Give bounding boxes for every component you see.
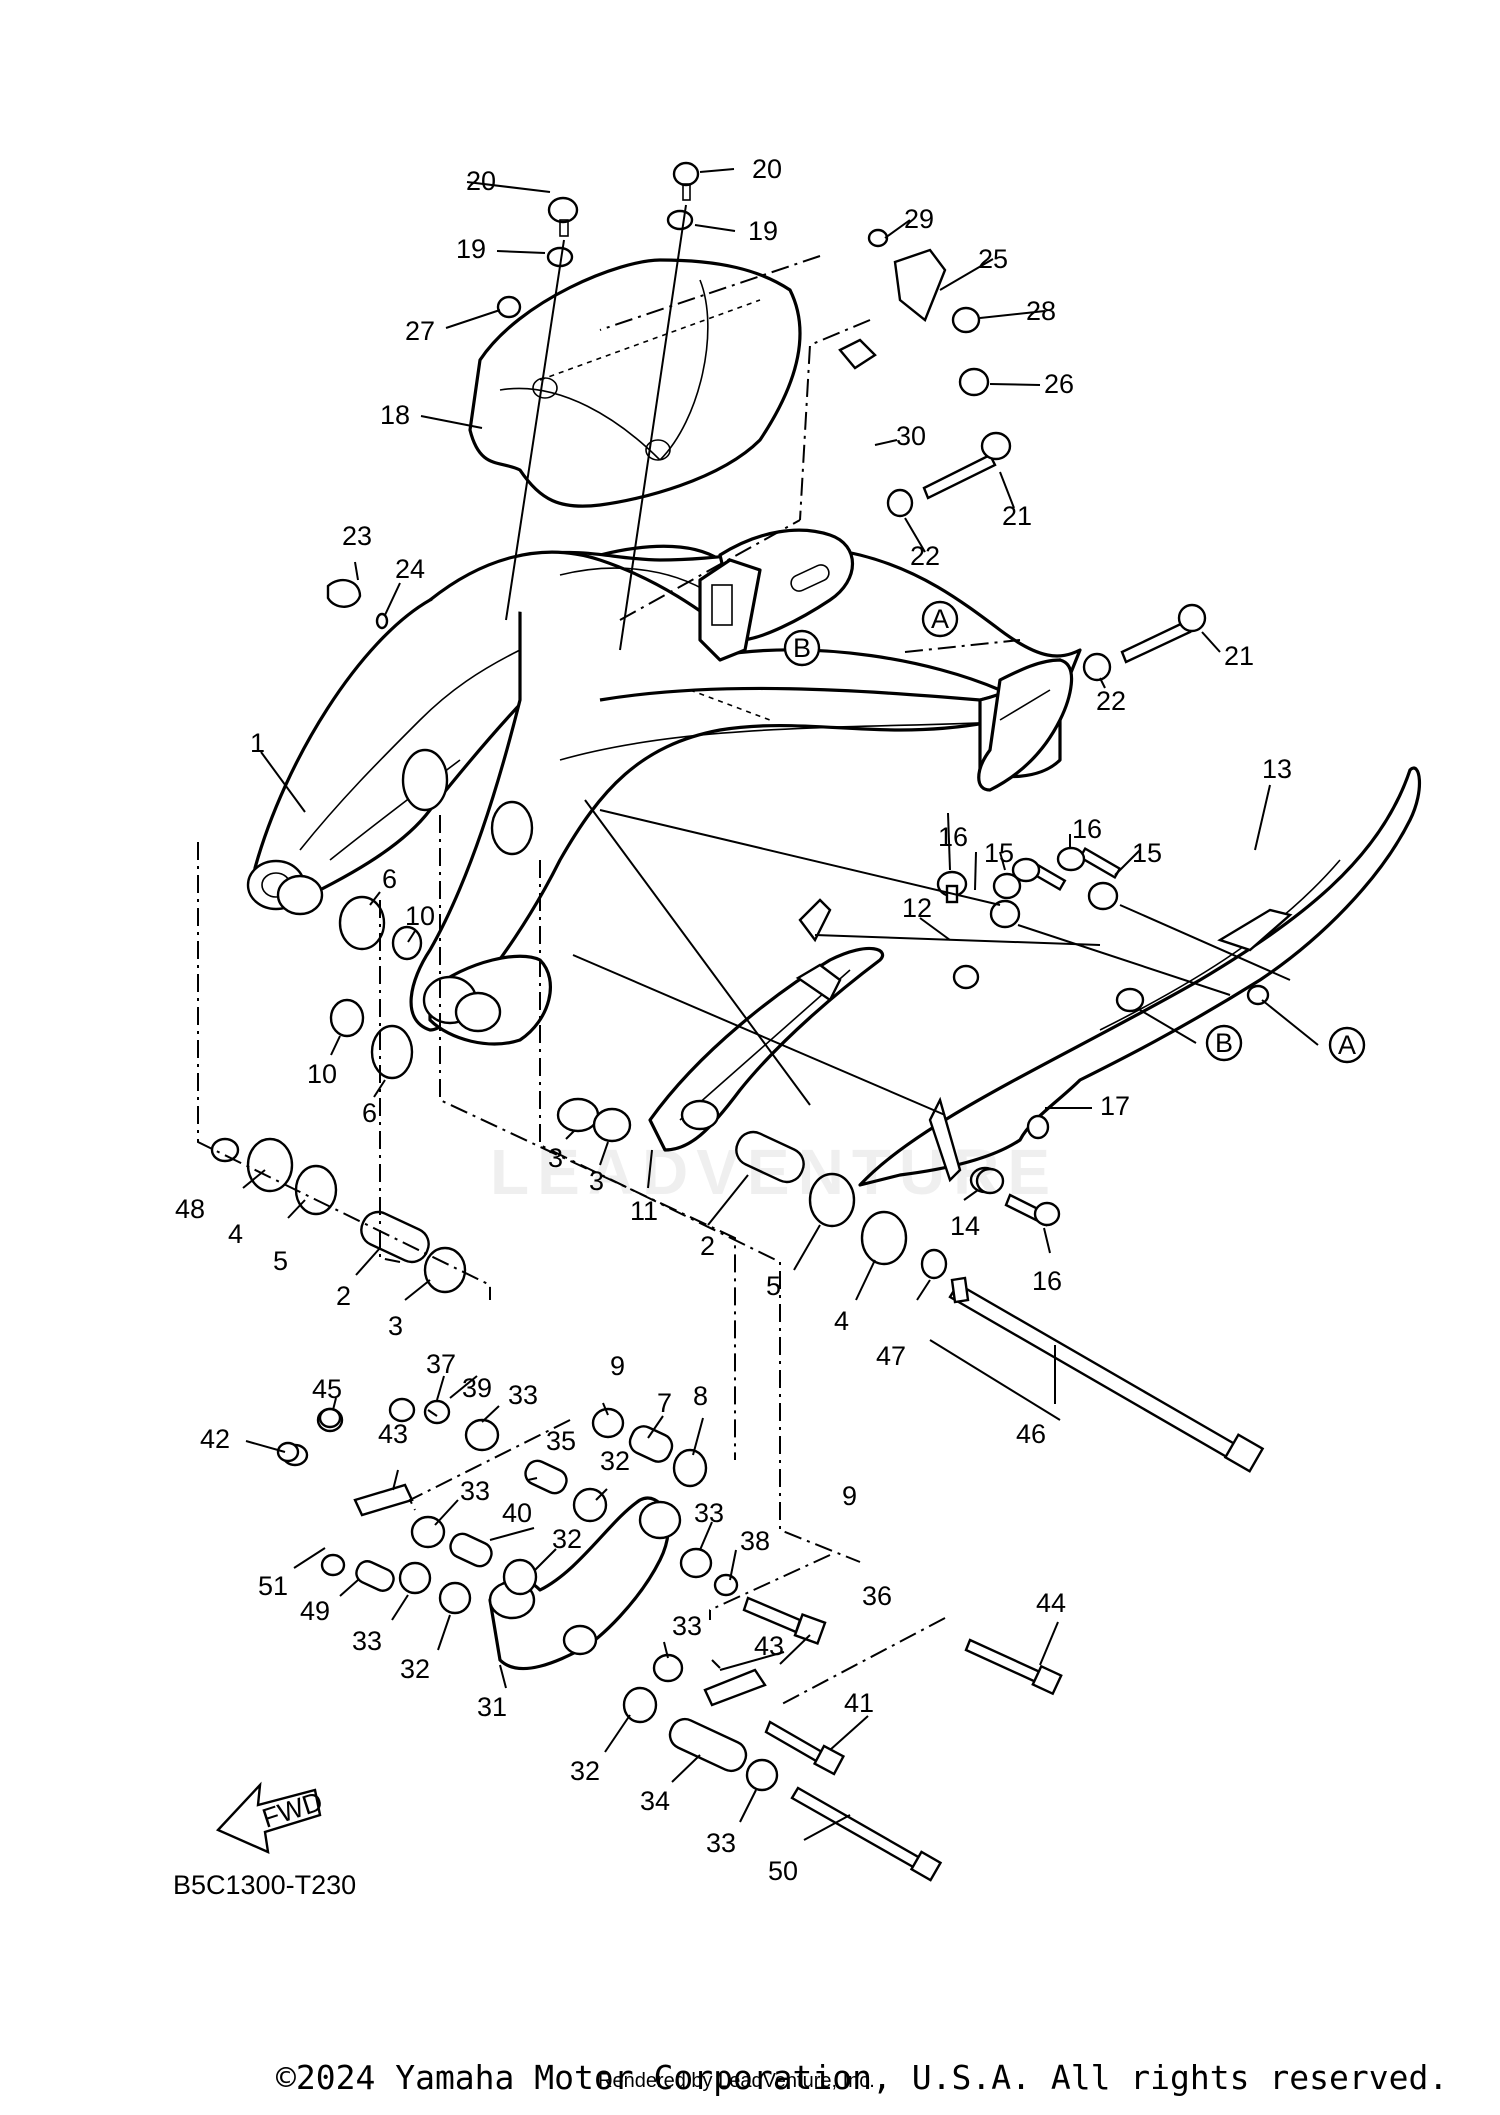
callout-43-left: 43: [378, 1419, 408, 1449]
callout-26: 26: [1044, 369, 1074, 399]
callout-14: 14: [950, 1211, 980, 1241]
copyright-notice: ©2024 Yamaha Motor Corporation, U.S.A. A…: [276, 2058, 1449, 2097]
callout-27: 27: [405, 316, 435, 346]
callout-10-left: 10: [405, 901, 435, 931]
reference-markers: A A B B: [783, 600, 1366, 1064]
callout-44: 44: [1036, 1588, 1066, 1618]
ref-a-right: A: [1338, 1030, 1356, 1060]
chain-slider-drawing: [648, 898, 885, 1152]
callout-15-left: 15: [984, 838, 1014, 868]
callout-16-left: 16: [938, 822, 968, 852]
callout-38: 38: [740, 1526, 770, 1556]
assembly-lines: [197, 204, 1291, 1706]
callout-2-right: 2: [700, 1231, 715, 1261]
callout-13: 13: [1262, 754, 1292, 784]
callout-51: 51: [258, 1571, 288, 1601]
callout-6-left: 6: [382, 864, 397, 894]
ref-b-top: B: [793, 633, 811, 663]
callout-25: 25: [978, 244, 1008, 274]
callout-41: 41: [844, 1688, 874, 1718]
callout-9-top: 9: [610, 1351, 625, 1381]
ref-circle-b-top: [783, 629, 821, 667]
callout-46: 46: [1016, 1419, 1046, 1449]
callout-3-c: 3: [388, 1311, 403, 1341]
callout-45: 45: [312, 1374, 342, 1404]
ref-circle-b-right: [1205, 1024, 1243, 1062]
callout-5-left: 5: [273, 1246, 288, 1276]
callout-17: 17: [1100, 1091, 1130, 1121]
callout-33-c: 33: [694, 1498, 724, 1528]
callout-5-right: 5: [766, 1271, 781, 1301]
callout-33-b: 33: [460, 1476, 490, 1506]
callout-labels: 1 6 10 10 6 3 3 11 2 48 4 5 2 3 5 4 14 1…: [175, 154, 1292, 1886]
callout-32-b: 32: [552, 1524, 582, 1554]
callout-33-f: 33: [706, 1828, 736, 1858]
callout-4-left: 4: [228, 1219, 243, 1249]
ref-circle-a-top: [921, 600, 959, 638]
callout-33-d: 33: [672, 1611, 702, 1641]
callout-11: 11: [630, 1196, 658, 1226]
callout-19-left: 19: [456, 234, 486, 264]
linkage-drawing: FWD: [215, 1276, 1265, 1882]
ref-circle-a-right: [1328, 1026, 1366, 1064]
callout-31: 31: [477, 1692, 507, 1722]
callout-33-top: 33: [508, 1380, 538, 1410]
small-parts: [210, 161, 1207, 1792]
callout-3-a: 3: [548, 1143, 563, 1173]
callout-24: 24: [395, 554, 425, 584]
watermark: LEADVENTURE: [490, 1136, 1059, 1208]
ref-a-top: A: [931, 604, 949, 634]
callout-8: 8: [693, 1381, 708, 1411]
callout-15-right: 15: [1132, 838, 1162, 868]
callout-32-a: 32: [600, 1446, 630, 1476]
callout-48: 48: [175, 1194, 205, 1224]
callout-43-right: 43: [754, 1631, 784, 1661]
callout-4-right: 4: [834, 1306, 849, 1336]
callout-40: 40: [502, 1498, 532, 1528]
callout-20-right: 20: [752, 154, 782, 184]
callout-49: 49: [300, 1596, 330, 1626]
callout-12: 12: [902, 893, 932, 923]
callout-16-right: 16: [1072, 814, 1102, 844]
callout-29: 29: [904, 204, 934, 234]
callout-23: 23: [342, 521, 372, 551]
callout-18: 18: [380, 400, 410, 430]
callout-21-right: 21: [1224, 641, 1254, 671]
callout-39: 39: [462, 1373, 492, 1403]
callout-36: 36: [862, 1581, 892, 1611]
swingarm-drawing: [246, 528, 1082, 1046]
fwd-label: FWD: [259, 1786, 327, 1834]
rear-fender-drawing: [468, 258, 802, 508]
callout-2-left: 2: [336, 1281, 351, 1311]
callout-32-d: 32: [570, 1756, 600, 1786]
callout-3-b: 3: [589, 1166, 604, 1196]
callout-7: 7: [657, 1388, 672, 1418]
callout-30: 30: [896, 421, 926, 451]
callout-6-bottom: 6: [362, 1098, 377, 1128]
callout-28: 28: [1026, 296, 1056, 326]
callout-47: 47: [876, 1341, 906, 1371]
callout-37: 37: [426, 1349, 456, 1379]
callout-9-right: 9: [842, 1481, 857, 1511]
callout-32-c: 32: [400, 1654, 430, 1684]
callout-20-left: 20: [466, 166, 496, 196]
rendered-by: Rendered by LeadVenture, Inc.: [598, 2070, 875, 2092]
callout-50: 50: [768, 1856, 798, 1886]
callout-10-bottom: 10: [307, 1059, 337, 1089]
callout-34: 34: [640, 1786, 670, 1816]
callout-21-top: 21: [1002, 501, 1032, 531]
callout-33-e: 33: [352, 1626, 382, 1656]
callout-42: 42: [200, 1424, 230, 1454]
ref-b-right: B: [1215, 1028, 1233, 1058]
leader-lines: [242, 168, 1319, 1841]
callout-16-bottom: 16: [1032, 1266, 1062, 1296]
callout-19-right: 19: [748, 216, 778, 246]
callout-35: 35: [546, 1426, 576, 1456]
diagram-code: B5C1300-T230: [173, 1870, 357, 1900]
callout-22-top: 22: [910, 541, 940, 571]
callout-1: 1: [250, 728, 265, 758]
callout-22-right: 22: [1096, 686, 1126, 716]
